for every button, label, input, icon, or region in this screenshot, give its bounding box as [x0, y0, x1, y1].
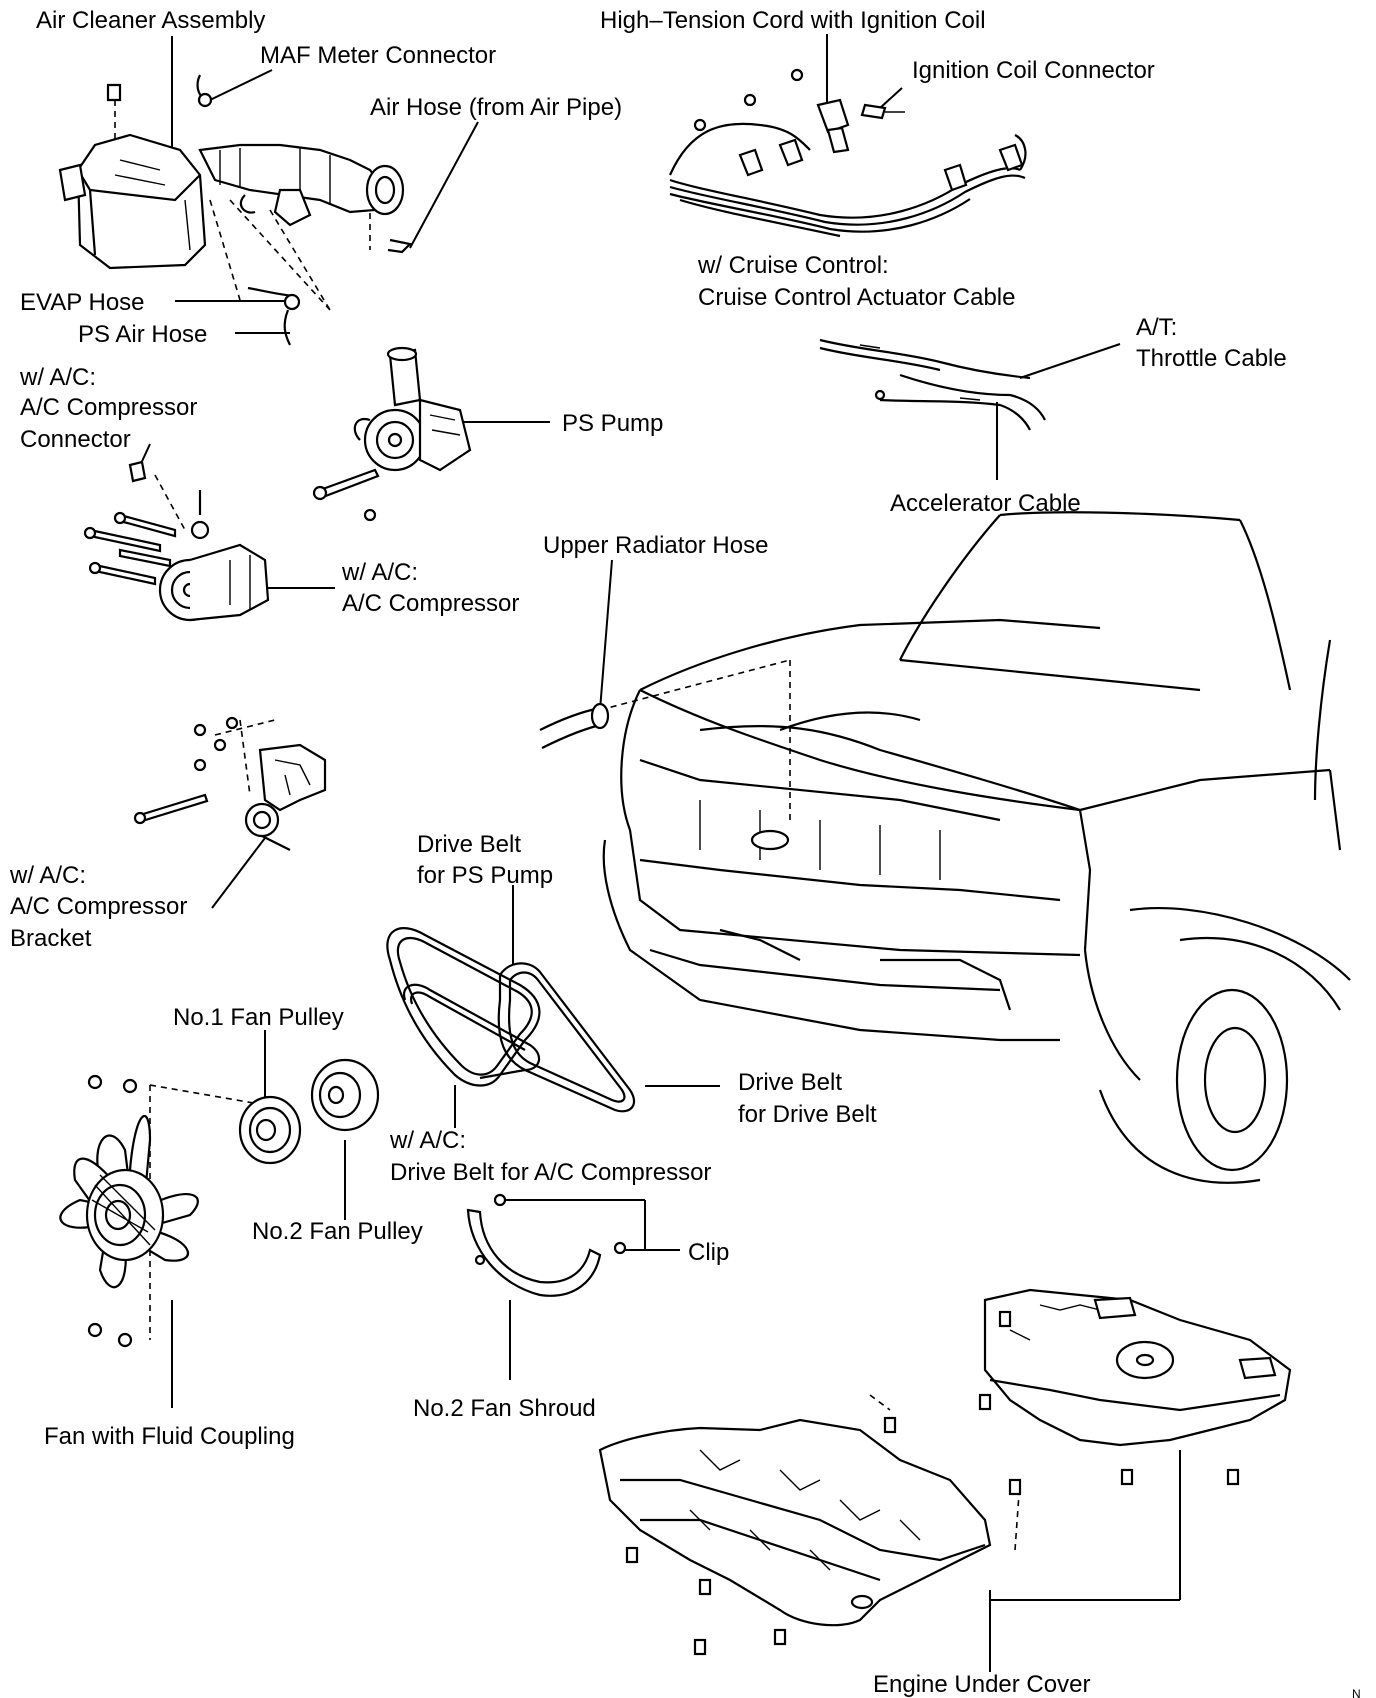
label-maf-meter-connector: MAF Meter Connector [260, 42, 496, 69]
high-tension-cord-with-ignition-coil [668, 68, 1027, 238]
corner-mark: N [1352, 1687, 1361, 1698]
vehicle-front [602, 511, 1351, 1184]
label-drive-belt-line1: Drive Belt [738, 1069, 842, 1096]
label-ac-compressor-connector-line1: w/ A/C: [19, 364, 96, 391]
label-drive-belt-ps-pump-line1: Drive Belt [417, 831, 521, 858]
label-drive-belt-ac-line2: Drive Belt for A/C Compressor [390, 1159, 711, 1186]
ac-compressor-bracket [133, 716, 327, 851]
throttle-and-accelerator-cables [819, 338, 1046, 431]
label-ac-compressor-connector-line3: Connector [20, 426, 131, 453]
ps-pump [312, 346, 472, 522]
drive-belts [386, 927, 636, 1113]
ac-compressor [83, 460, 270, 622]
label-ac-compressor-line2: A/C Compressor [342, 590, 519, 617]
label-drive-belt-ps-pump-line2: for PS Pump [417, 862, 553, 889]
label-cruise-control-line1: w/ Cruise Control: [697, 252, 889, 279]
label-cruise-control-line2: Cruise Control Actuator Cable [698, 284, 1015, 311]
label-drive-belt-line2: for Drive Belt [738, 1101, 877, 1128]
engine-under-cover [598, 1288, 1292, 1627]
fan-with-fluid-coupling [59, 1074, 199, 1348]
label-air-cleaner-assembly: Air Cleaner Assembly [36, 7, 265, 34]
label-ignition-coil-connector: Ignition Coil Connector [912, 57, 1155, 84]
upper-radiator-hose [539, 702, 610, 749]
evap-and-ps-air-hoses [247, 286, 301, 346]
label-air-hose: Air Hose (from Air Pipe) [370, 94, 622, 121]
label-no1-fan-pulley: No.1 Fan Pulley [173, 1004, 344, 1031]
leader-lines [137, 34, 1181, 1672]
label-accelerator-cable: Accelerator Cable [890, 490, 1081, 517]
label-ac-compressor-bracket-line3: Bracket [10, 925, 92, 952]
labels: Air Cleaner Assembly MAF Meter Connector… [9, 7, 1361, 1698]
label-no2-fan-pulley: No.2 Fan Pulley [252, 1218, 423, 1245]
label-clip: Clip [688, 1239, 729, 1266]
label-no2-fan-shroud: No.2 Fan Shroud [413, 1395, 596, 1422]
no2-fan-shroud [466, 1193, 627, 1297]
label-ps-pump: PS Pump [562, 410, 663, 437]
label-throttle-cable-line1: A/T: [1136, 314, 1177, 341]
label-fan-with-fluid-coupling: Fan with Fluid Coupling [44, 1423, 295, 1450]
label-ps-air-hose: PS Air Hose [78, 321, 207, 348]
label-high-tension-cord: High–Tension Cord with Ignition Coil [600, 7, 986, 34]
label-upper-radiator-hose: Upper Radiator Hose [543, 532, 768, 559]
fan-pulleys [238, 1058, 380, 1165]
label-throttle-cable-line2: Throttle Cable [1136, 345, 1287, 372]
label-ac-compressor-bracket-line1: w/ A/C: [9, 862, 86, 889]
air-cleaner-assembly [58, 74, 413, 270]
label-evap-hose: EVAP Hose [20, 289, 145, 316]
label-ac-compressor-connector-line2: A/C Compressor [20, 394, 197, 421]
label-ac-compressor-line1: w/ A/C: [341, 559, 418, 586]
under-cover-bolts [625, 1310, 1240, 1656]
label-drive-belt-ac-line1: w/ A/C: [389, 1127, 466, 1154]
label-engine-under-cover: Engine Under Cover [873, 1671, 1090, 1698]
label-ac-compressor-bracket-line2: A/C Compressor [10, 893, 187, 920]
